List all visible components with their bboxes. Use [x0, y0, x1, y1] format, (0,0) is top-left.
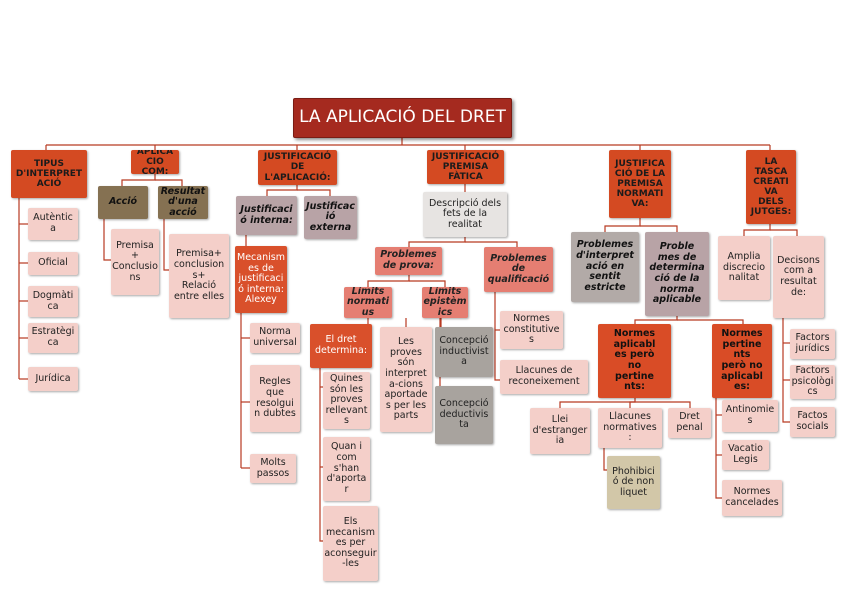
node-premisa-normativa: JUSTIFICA CIÓ DE LA PREMISA NORMATI VA: [609, 150, 671, 218]
node-tipus-interpretacio: TIPUS D'INTERPRET ACIÓ [11, 150, 87, 198]
node-juridica: Jurídica [28, 367, 78, 391]
node-accio: Acció [98, 186, 148, 219]
node-regles-dubtes: Regles que resolgui n dubtes [250, 365, 300, 432]
node-normes-aplicables-no-pertinents: Normes aplicabl es però no pertine nts: [598, 324, 671, 398]
node-factors-psicologics: Factors psicològi cs [790, 365, 835, 399]
node-decisions-resultat: Decisons com a resultat de: [773, 236, 824, 318]
node-norma-universal: Norma universal [250, 323, 300, 353]
node-factors-juridics: Factors jurídics [790, 329, 835, 359]
node-normes-pertinents-no-aplicables: Normes pertine nts però no aplicabl es: [712, 324, 772, 398]
node-vacatio-legis: Vacatio Legis [722, 440, 769, 470]
node-molts-passos: Molts passos [250, 454, 296, 483]
node-problemes-interpretacio: Problemes d'interpret ació en sentit est… [571, 232, 639, 302]
node-autentica: Autèntic a [28, 208, 78, 240]
node-dret-determina: El dret determina: [310, 324, 372, 368]
node-proves-interpretacions: Les proves són interpret a-cions aportad… [380, 327, 432, 432]
node-dogmatica: Dogmàti ca [28, 286, 78, 317]
node-llacunes-reconeixement: Llacunes de reconeixement [500, 360, 588, 394]
node-justificacio-aplicacio: JUSTIFICACIÓ DE L'APLICACIÓ: [258, 150, 337, 185]
node-antinomies: Antinomie s [722, 400, 778, 432]
node-tasca-creativa: LA TASCA CREATI VA DELS JUTGES: [746, 150, 796, 224]
node-resultat-accio: Resultat d'una acció [158, 186, 208, 219]
node-quines-proves: Quines són les proves rellevant s [323, 372, 370, 429]
node-normes-constitutives: Normes constitutive s [500, 311, 563, 349]
node-mecanismes-aconseguir: Els mecanism es per aconseguir -les [323, 506, 378, 581]
node-estrategica: Estratègi ca [28, 323, 78, 353]
node-limits-epistemics: Límits epistèm ics [422, 287, 468, 318]
node-problemes-prova: Problemes de prova: [375, 247, 442, 275]
node-premisa-relacio: Premisa+ conclusion s+ Relació entre ell… [169, 234, 229, 318]
node-problemes-qualificacio: Problemes de qualificació [484, 247, 553, 292]
node-dret-penal: Dret penal [668, 408, 711, 438]
node-aplicacio-com: APLICA CIO COM: [131, 150, 179, 174]
node-mecanismes-alexey: Mecanism es de justificaci ó interna: Al… [235, 246, 287, 313]
node-factors-socials: Factos socials [790, 407, 835, 437]
node-justificacio-externa: Justificac ió externa [304, 196, 357, 239]
node-descripcio-fets: Descripció dels fets de la realitat [423, 192, 507, 237]
node-llei-estrangeria: Llei d'estranger ia [530, 408, 590, 454]
node-quan-com: Quan i com s'han d'aporta r [323, 437, 370, 501]
node-amplia-discrecionalitat: Amplia discrecio nalitat [718, 236, 770, 300]
node-justificacio-interna: Justificaci ó interna: [236, 196, 297, 235]
node-normes-cancelades: Normes cancelades [722, 480, 782, 516]
node-concepcio-inductivista: Concepció inductivist a [435, 327, 493, 377]
node-limits-normatius: Límits normati us [344, 287, 392, 318]
node-concepcio-deductivista: Concepció deductivis ta [435, 386, 493, 444]
node-oficial: Oficial [28, 252, 78, 275]
map-title: LA APLICACIÓ DEL DRET [293, 98, 512, 138]
node-premisa-conclusions: Premisa + Conclusio ns [111, 229, 159, 295]
node-llacunes-normatives: Llacunes normatives : [598, 408, 662, 448]
node-phohibicio-non-liquet: Phohibici ó de non liquet [607, 456, 660, 509]
node-problemes-determinacio: Proble mes de determina ció de la norma … [645, 232, 709, 316]
node-premisa-fatica: JUSTIFICACIÓ PREMISA FÀTICA [427, 150, 504, 184]
